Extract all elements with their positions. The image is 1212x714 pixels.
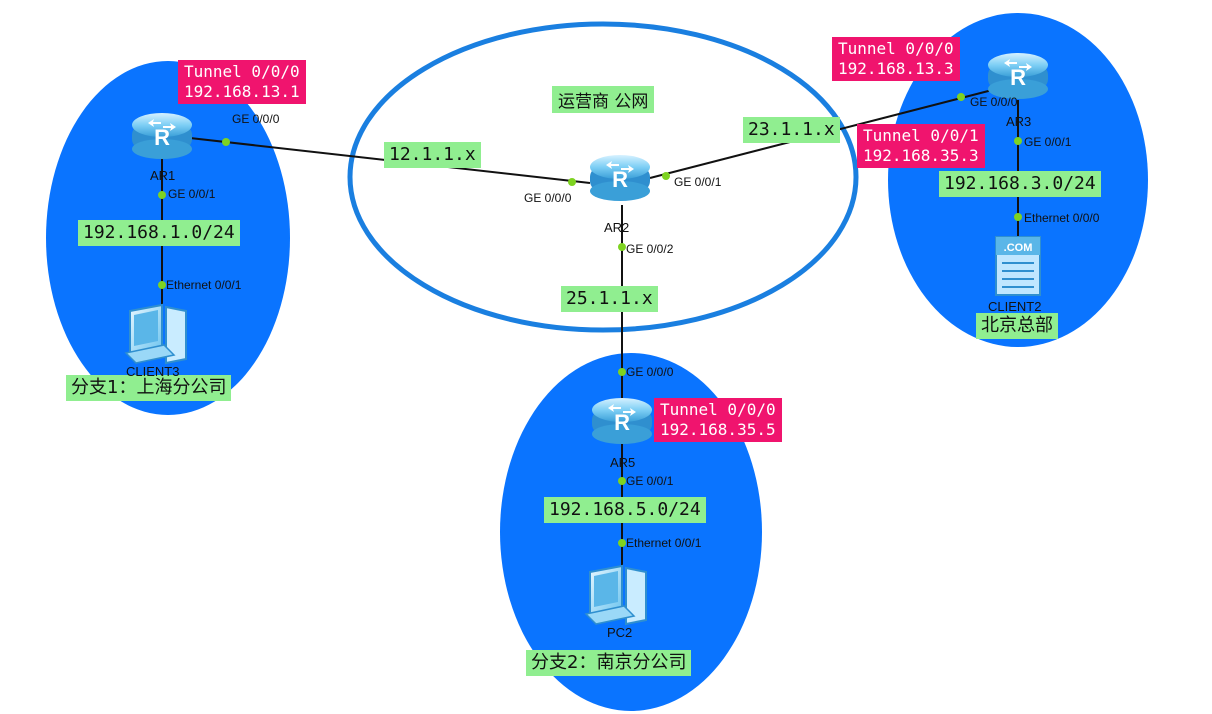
tunnel-ip: 192.168.35.3 — [863, 146, 979, 165]
site-label-beijing: 北京总部 — [976, 313, 1058, 339]
port-label-ar2-ge001: GE 0/0/1 — [674, 175, 722, 189]
tunnel-name: Tunnel 0/0/1 — [863, 126, 979, 145]
port-label-ar3-ge000: GE 0/0/0 — [970, 95, 1018, 109]
port-label-client3-eth: Ethernet 0/0/1 — [166, 278, 242, 292]
port-label-ar5-ge000: GE 0/0/0 — [626, 365, 674, 379]
device-label-ar3: AR3 — [1006, 114, 1032, 129]
server-client2-icon[interactable]: .COM — [995, 236, 1041, 296]
port-label-ar2-ge000: GE 0/0/0 — [524, 191, 572, 205]
device-label-ar1: AR1 — [150, 168, 176, 183]
router-ar3-icon[interactable]: R — [988, 53, 1048, 99]
svg-text:.COM: .COM — [1004, 242, 1033, 254]
port-label-pc2-eth: Ethernet 0/0/1 — [626, 536, 702, 550]
tunnel-ip: 192.168.13.3 — [838, 59, 954, 78]
port-label-ar1-ge000: GE 0/0/0 — [232, 112, 280, 126]
site-label-nanjing: 分支2：南京分公司 — [526, 650, 692, 676]
pc-client3-icon[interactable] — [124, 303, 187, 365]
device-label-pc2: PC2 — [607, 625, 633, 640]
network-label-ar1-ar2: 12.1.1.x — [384, 142, 481, 168]
svg-text:R: R — [1010, 65, 1026, 90]
tunnel-name: Tunnel 0/0/0 — [660, 400, 776, 419]
tunnel-label-ar3-t1: Tunnel 0/0/1 192.168.35.3 — [857, 124, 985, 168]
device-label-ar2: AR2 — [604, 220, 630, 235]
port-dots — [158, 93, 1022, 547]
device-label-client3: CLIENT3 — [126, 364, 180, 379]
carrier-cloud-boundary — [347, 21, 859, 333]
router-ar5-icon[interactable]: R — [592, 398, 652, 444]
svg-text:R: R — [614, 410, 630, 435]
site-nanjing-area — [500, 353, 762, 711]
svg-text:R: R — [612, 167, 628, 192]
tunnel-name: Tunnel 0/0/0 — [184, 62, 300, 81]
port-label-client2-eth: Ethernet 0/0/0 — [1024, 211, 1100, 225]
device-label-ar5: AR5 — [610, 455, 636, 470]
port-label-ar5-ge001: GE 0/0/1 — [626, 474, 674, 488]
router-ar1-icon[interactable]: R — [132, 113, 192, 159]
site-label-shanghai: 分支1：上海分公司 — [66, 375, 232, 401]
carrier-cloud-title: 运营商 公网 — [552, 86, 655, 113]
tunnel-label-ar1: Tunnel 0/0/0 192.168.13.1 — [178, 60, 306, 104]
network-label-lan-ar5: 192.168.5.0/24 — [544, 497, 706, 523]
device-label-client2: CLIENT2 — [988, 299, 1042, 314]
tunnel-ip: 192.168.35.5 — [660, 420, 776, 439]
port-label-ar3-ge001: GE 0/0/1 — [1024, 135, 1072, 149]
network-label-lan-ar1: 192.168.1.0/24 — [78, 220, 240, 246]
pc-pc2-icon[interactable] — [584, 564, 647, 626]
tunnel-ip: 192.168.13.1 — [184, 82, 300, 101]
tunnel-label-ar3-t0: Tunnel 0/0/0 192.168.13.3 — [832, 37, 960, 81]
svg-text:R: R — [154, 125, 170, 150]
network-label-ar2-ar5: 25.1.1.x — [561, 286, 658, 312]
tunnel-name: Tunnel 0/0/0 — [838, 39, 954, 58]
router-ar2-icon[interactable]: R — [590, 155, 650, 201]
network-label-ar2-ar3: 23.1.1.x — [743, 117, 840, 143]
port-label-ar1-ge001: GE 0/0/1 — [168, 187, 216, 201]
tunnel-label-ar5: Tunnel 0/0/0 192.168.35.5 — [654, 398, 782, 442]
network-label-lan-ar3: 192.168.3.0/24 — [939, 171, 1101, 197]
port-label-ar2-ge002: GE 0/0/2 — [626, 242, 674, 256]
